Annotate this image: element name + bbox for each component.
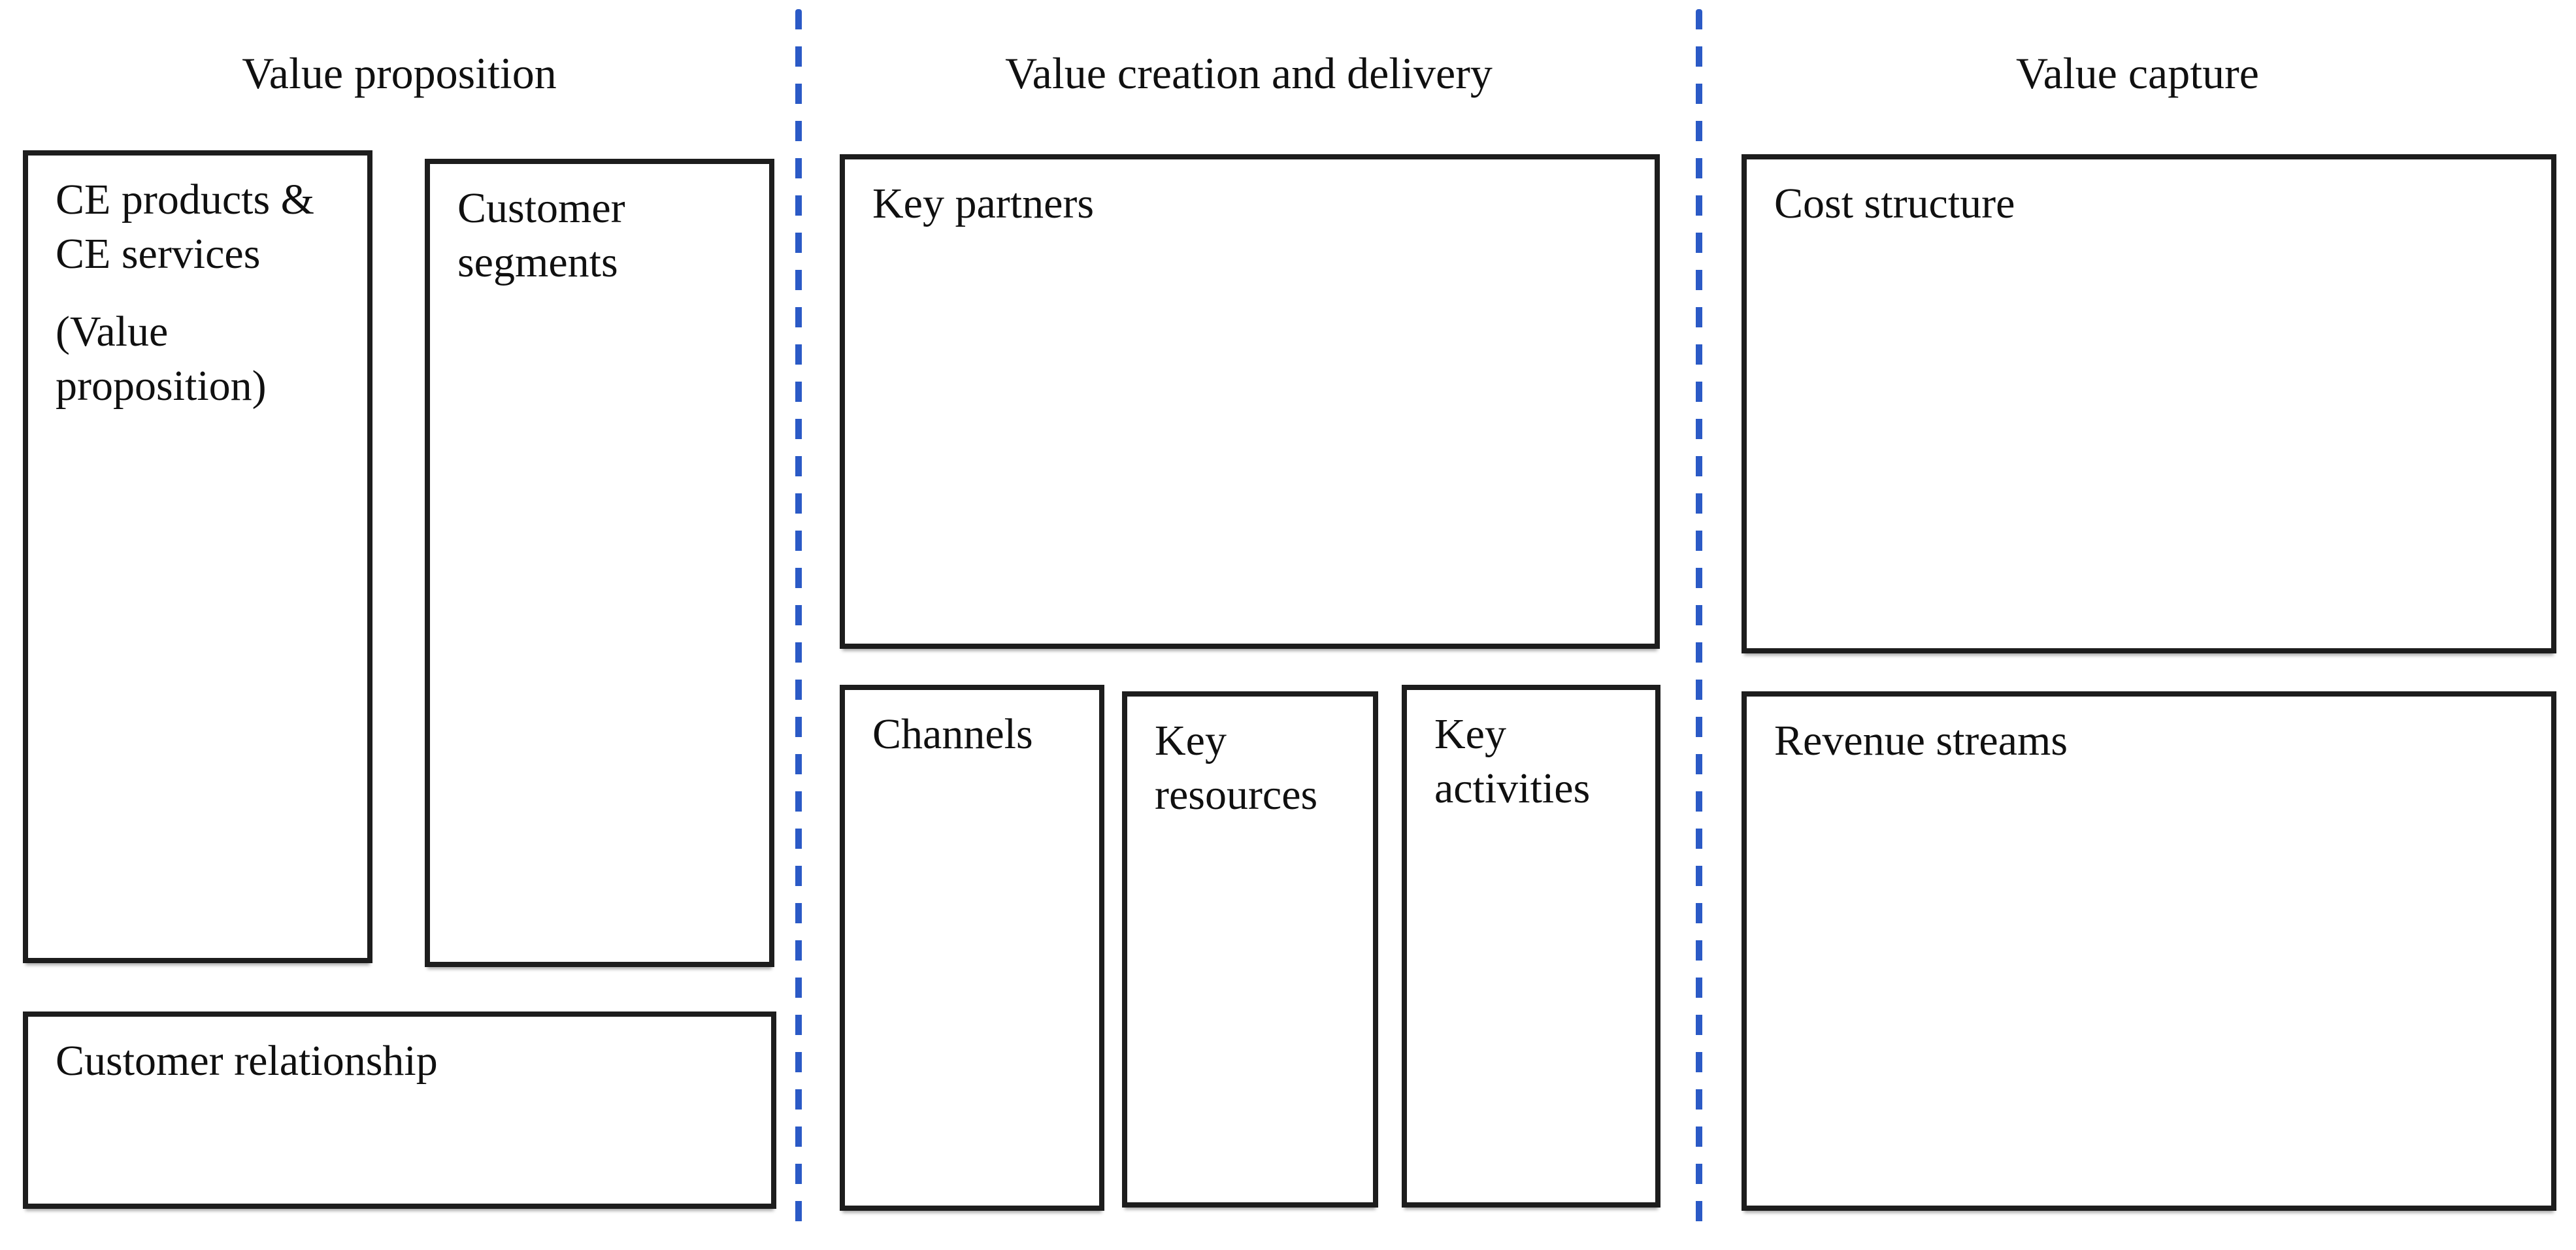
box-label-customer-segments: Customer segments	[457, 184, 625, 287]
section-divider-left	[795, 9, 802, 1236]
box-label-ce-products-services: CE products & CE services	[56, 176, 314, 278]
section-title-value-creation-delivery: Value creation and delivery	[1005, 48, 1493, 98]
box-ce-products-services: CE products & CE services (Value proposi…	[23, 150, 372, 963]
section-title-value-capture: Value capture	[2016, 48, 2259, 98]
box-label-key-partners: Key partners	[872, 180, 1095, 227]
box-customer-relationship: Customer relationship	[23, 1012, 776, 1209]
box-customer-segments: Customer segments	[425, 159, 774, 967]
box-sublabel-value-proposition: (Value proposition)	[56, 308, 267, 410]
box-key-activities: Key activities	[1402, 685, 1660, 1208]
box-label-channels: Channels	[872, 710, 1033, 758]
box-cost-structure: Cost structure	[1742, 154, 2556, 653]
box-label-revenue-streams: Revenue streams	[1774, 717, 2068, 765]
section-divider-right	[1696, 9, 1702, 1236]
section-title-value-proposition: Value proposition	[242, 48, 557, 98]
box-label-cost-structure: Cost structure	[1774, 180, 2015, 227]
box-key-partners: Key partners	[840, 154, 1660, 649]
box-label-customer-relationship: Customer relationship	[56, 1037, 438, 1085]
box-channels: Channels	[840, 685, 1104, 1211]
box-label-key-activities: Key activities	[1434, 710, 1591, 813]
box-label-key-resources: Key resources	[1155, 717, 1318, 819]
box-revenue-streams: Revenue streams	[1742, 691, 2556, 1211]
box-key-resources: Key resources	[1122, 691, 1378, 1208]
